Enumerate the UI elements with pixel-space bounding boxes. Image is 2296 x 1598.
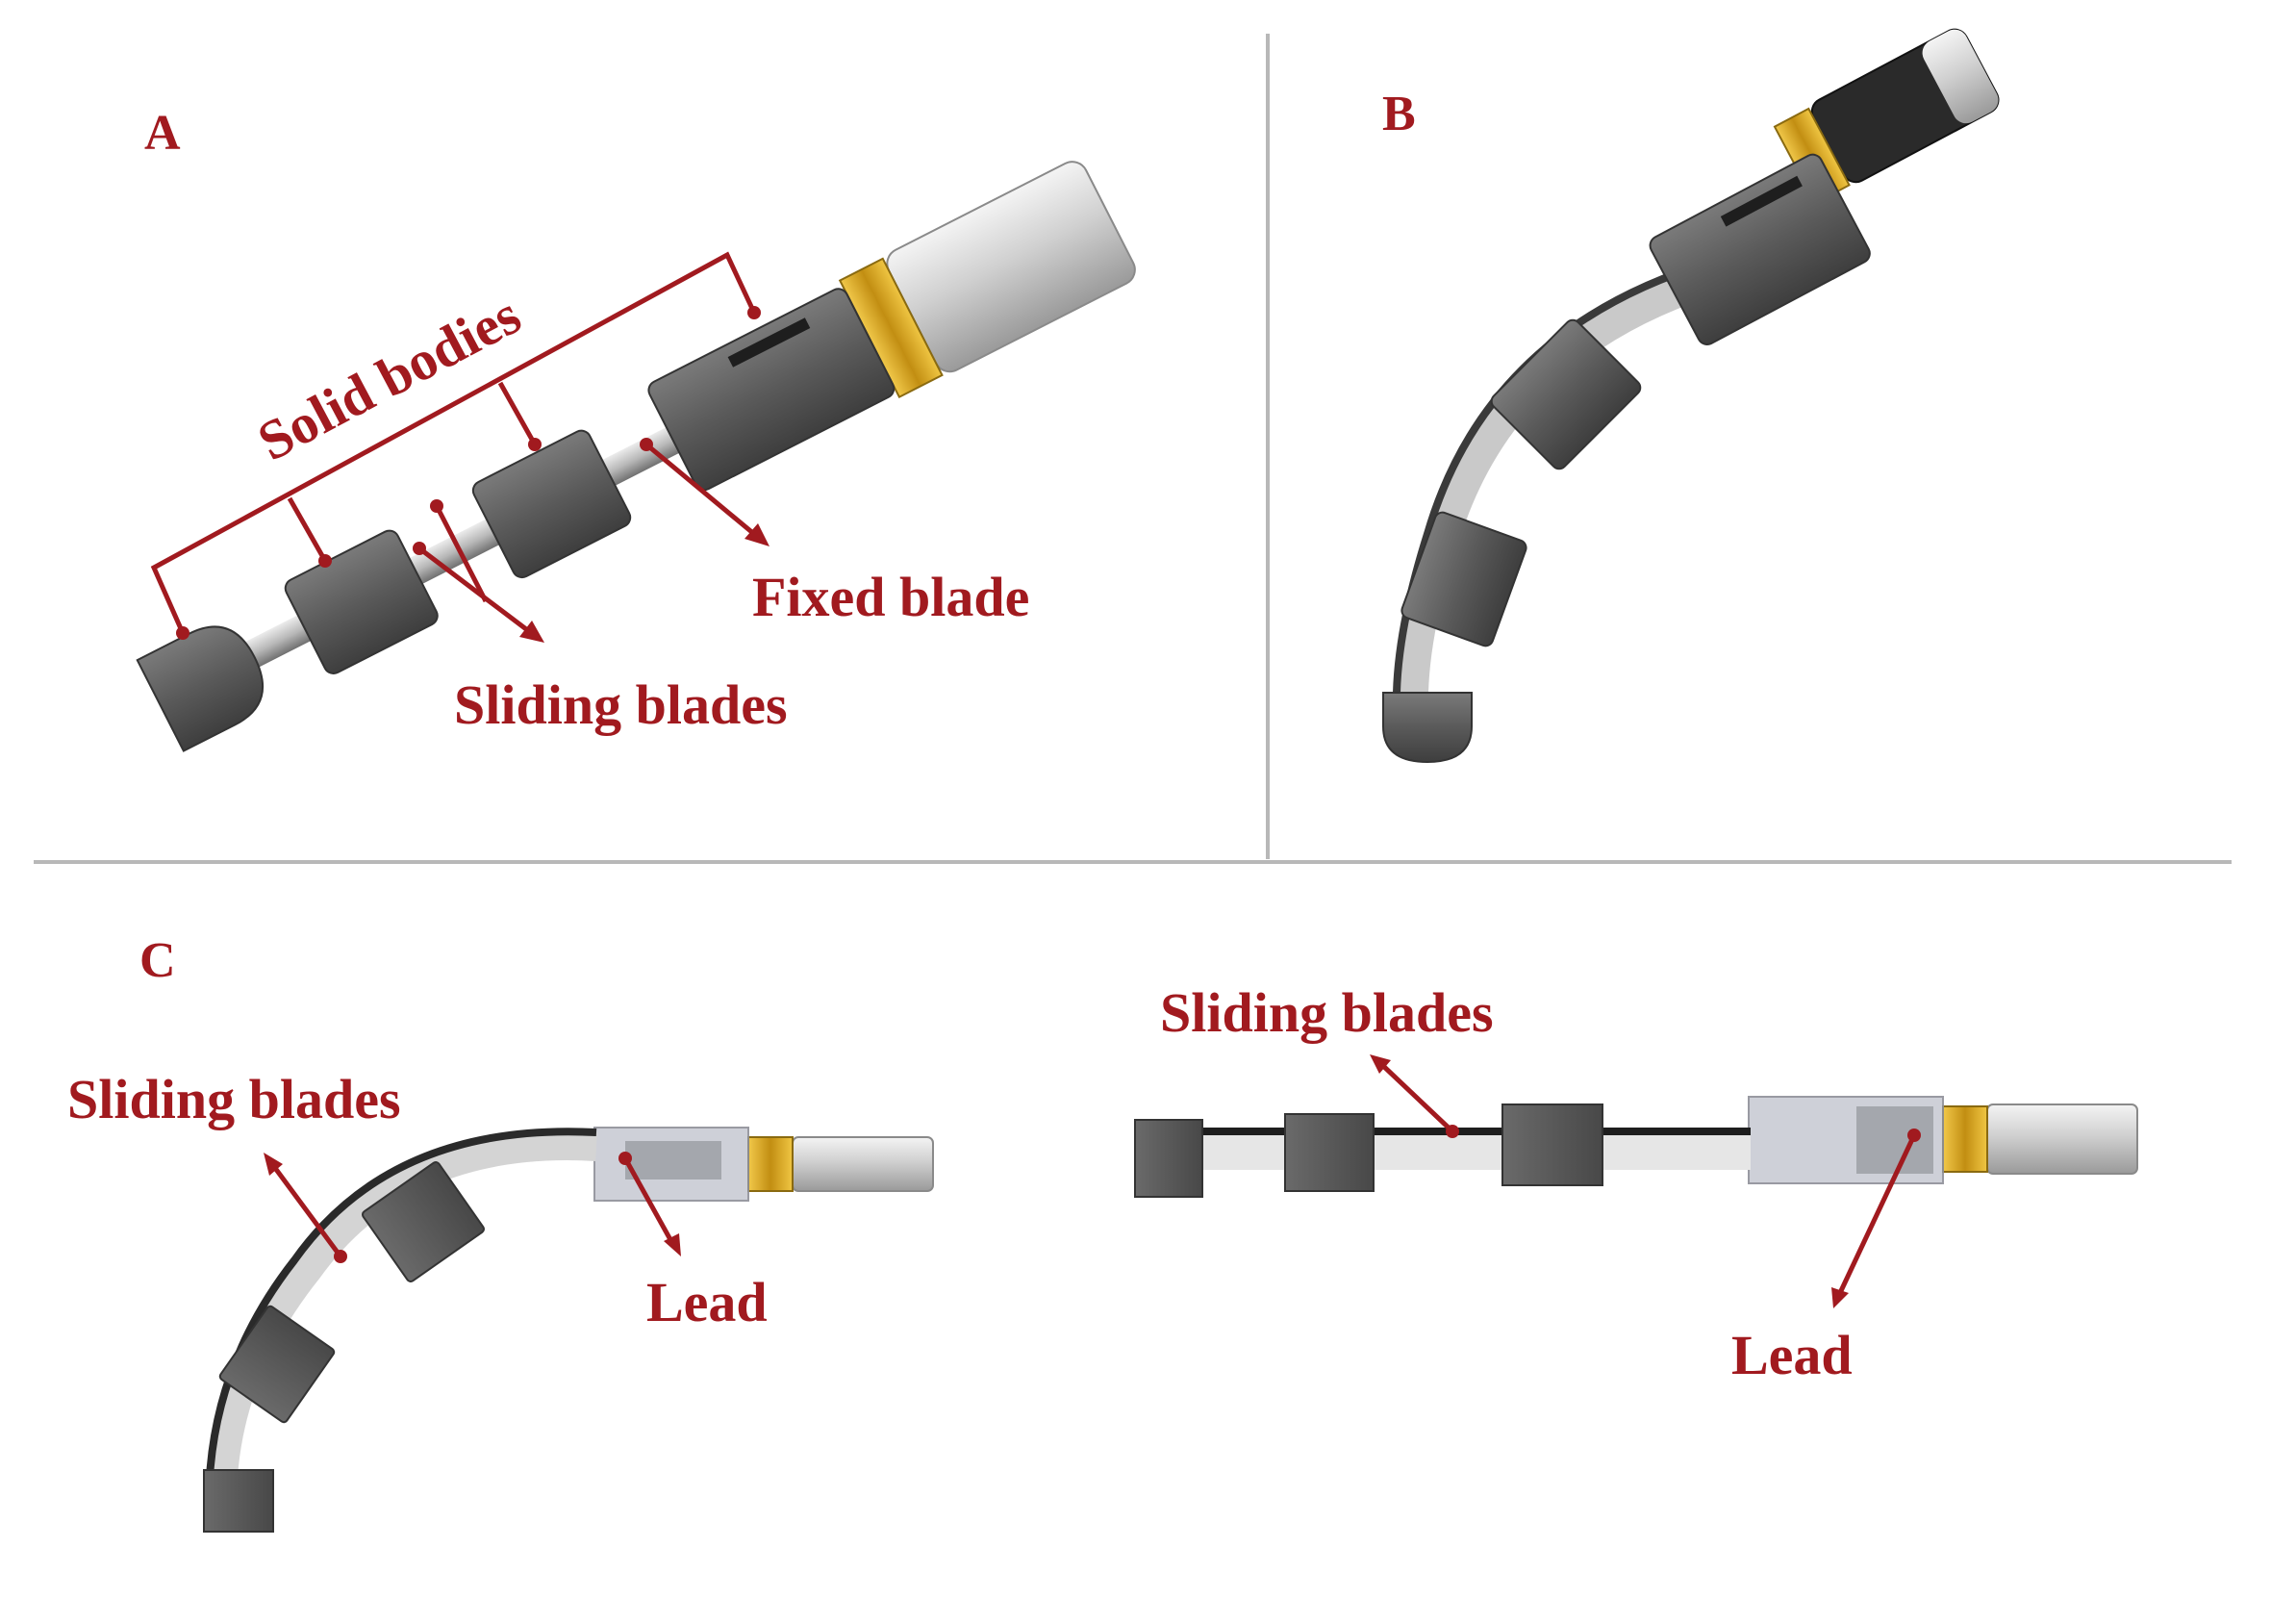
panel-a-label: A — [144, 106, 181, 161]
fixed-blade-arrow — [640, 438, 770, 546]
panel-a-tip — [136, 625, 264, 752]
panel-c-left-gearbox — [747, 1136, 794, 1192]
panel-c-right-tip — [1134, 1119, 1203, 1198]
panel-c-right-lead-label: Lead — [1731, 1324, 1853, 1386]
panel-c-right-motor — [1986, 1103, 2138, 1175]
panel-c-right-sliding-arrow — [1370, 1054, 1459, 1138]
panel-c-left-body-2 — [218, 1305, 336, 1424]
panel-a-sliding-blades-arrows — [413, 499, 544, 643]
panel-a-device — [136, 161, 1136, 752]
panel-b-curved-blade — [1396, 263, 1728, 709]
panel-b-mid-body — [1490, 318, 1642, 470]
panel-c-left-tip — [203, 1469, 274, 1533]
panel-c-left-device — [203, 1127, 934, 1533]
panel-c-right-body-1 — [1501, 1103, 1603, 1186]
panel-c-left-housing-inner — [625, 1141, 721, 1179]
solid-bodies-label: Solid bodies — [248, 283, 531, 472]
panel-c-left-motor — [792, 1136, 934, 1192]
panel-c-right-housing-inner — [1856, 1106, 1933, 1174]
panel-c-right-sliding-blades-label: Sliding blades — [1160, 981, 1494, 1044]
panel-c-right-device — [1134, 1096, 2138, 1198]
panel-c-label: C — [139, 933, 176, 988]
panel-c-left-sliding-arrow — [264, 1153, 347, 1263]
panel-b: B — [1382, 28, 2000, 764]
panel-c: C Sliding blades — [67, 933, 2138, 1533]
panel-c-left-lead-label: Lead — [646, 1271, 768, 1333]
panel-c-right-body-2 — [1284, 1113, 1375, 1192]
panel-c-left-lead-arrow — [618, 1152, 681, 1256]
fixed-blade-label: Fixed blade — [752, 566, 1029, 628]
panel-a-mid-body — [471, 429, 632, 579]
panel-c-left-curved-blade-edge — [206, 1128, 597, 1478]
panel-a-body-slot — [727, 317, 811, 368]
panel-c-right-gearbox — [1942, 1105, 1988, 1173]
panel-c-right-lead-arrow — [1831, 1129, 1921, 1308]
panel-c-left-body-1 — [362, 1160, 485, 1283]
panel-b-curved-blade-edge — [1393, 258, 1714, 694]
panel-a-sliding-blades-label: Sliding blades — [454, 673, 788, 736]
solid-bodies-bracket — [150, 251, 761, 640]
panel-b-small-body — [1400, 511, 1527, 647]
panel-c-right-straight-blade-edge — [1173, 1128, 1751, 1135]
panel-a: A Solid bo — [136, 106, 1136, 752]
panel-b-label: B — [1382, 87, 1416, 141]
panel-c-left-sliding-blades-label: Sliding blades — [67, 1068, 401, 1130]
panel-a-large-body — [647, 288, 896, 492]
panel-c-left-curved-blade — [209, 1131, 597, 1479]
panel-b-motor-highlight — [1922, 29, 1999, 124]
panel-b-body-slot — [1720, 175, 1803, 227]
panel-c-right-straight-blade — [1173, 1135, 1751, 1170]
panel-b-tip — [1382, 692, 1473, 764]
panel-b-large-body — [1649, 153, 1871, 345]
